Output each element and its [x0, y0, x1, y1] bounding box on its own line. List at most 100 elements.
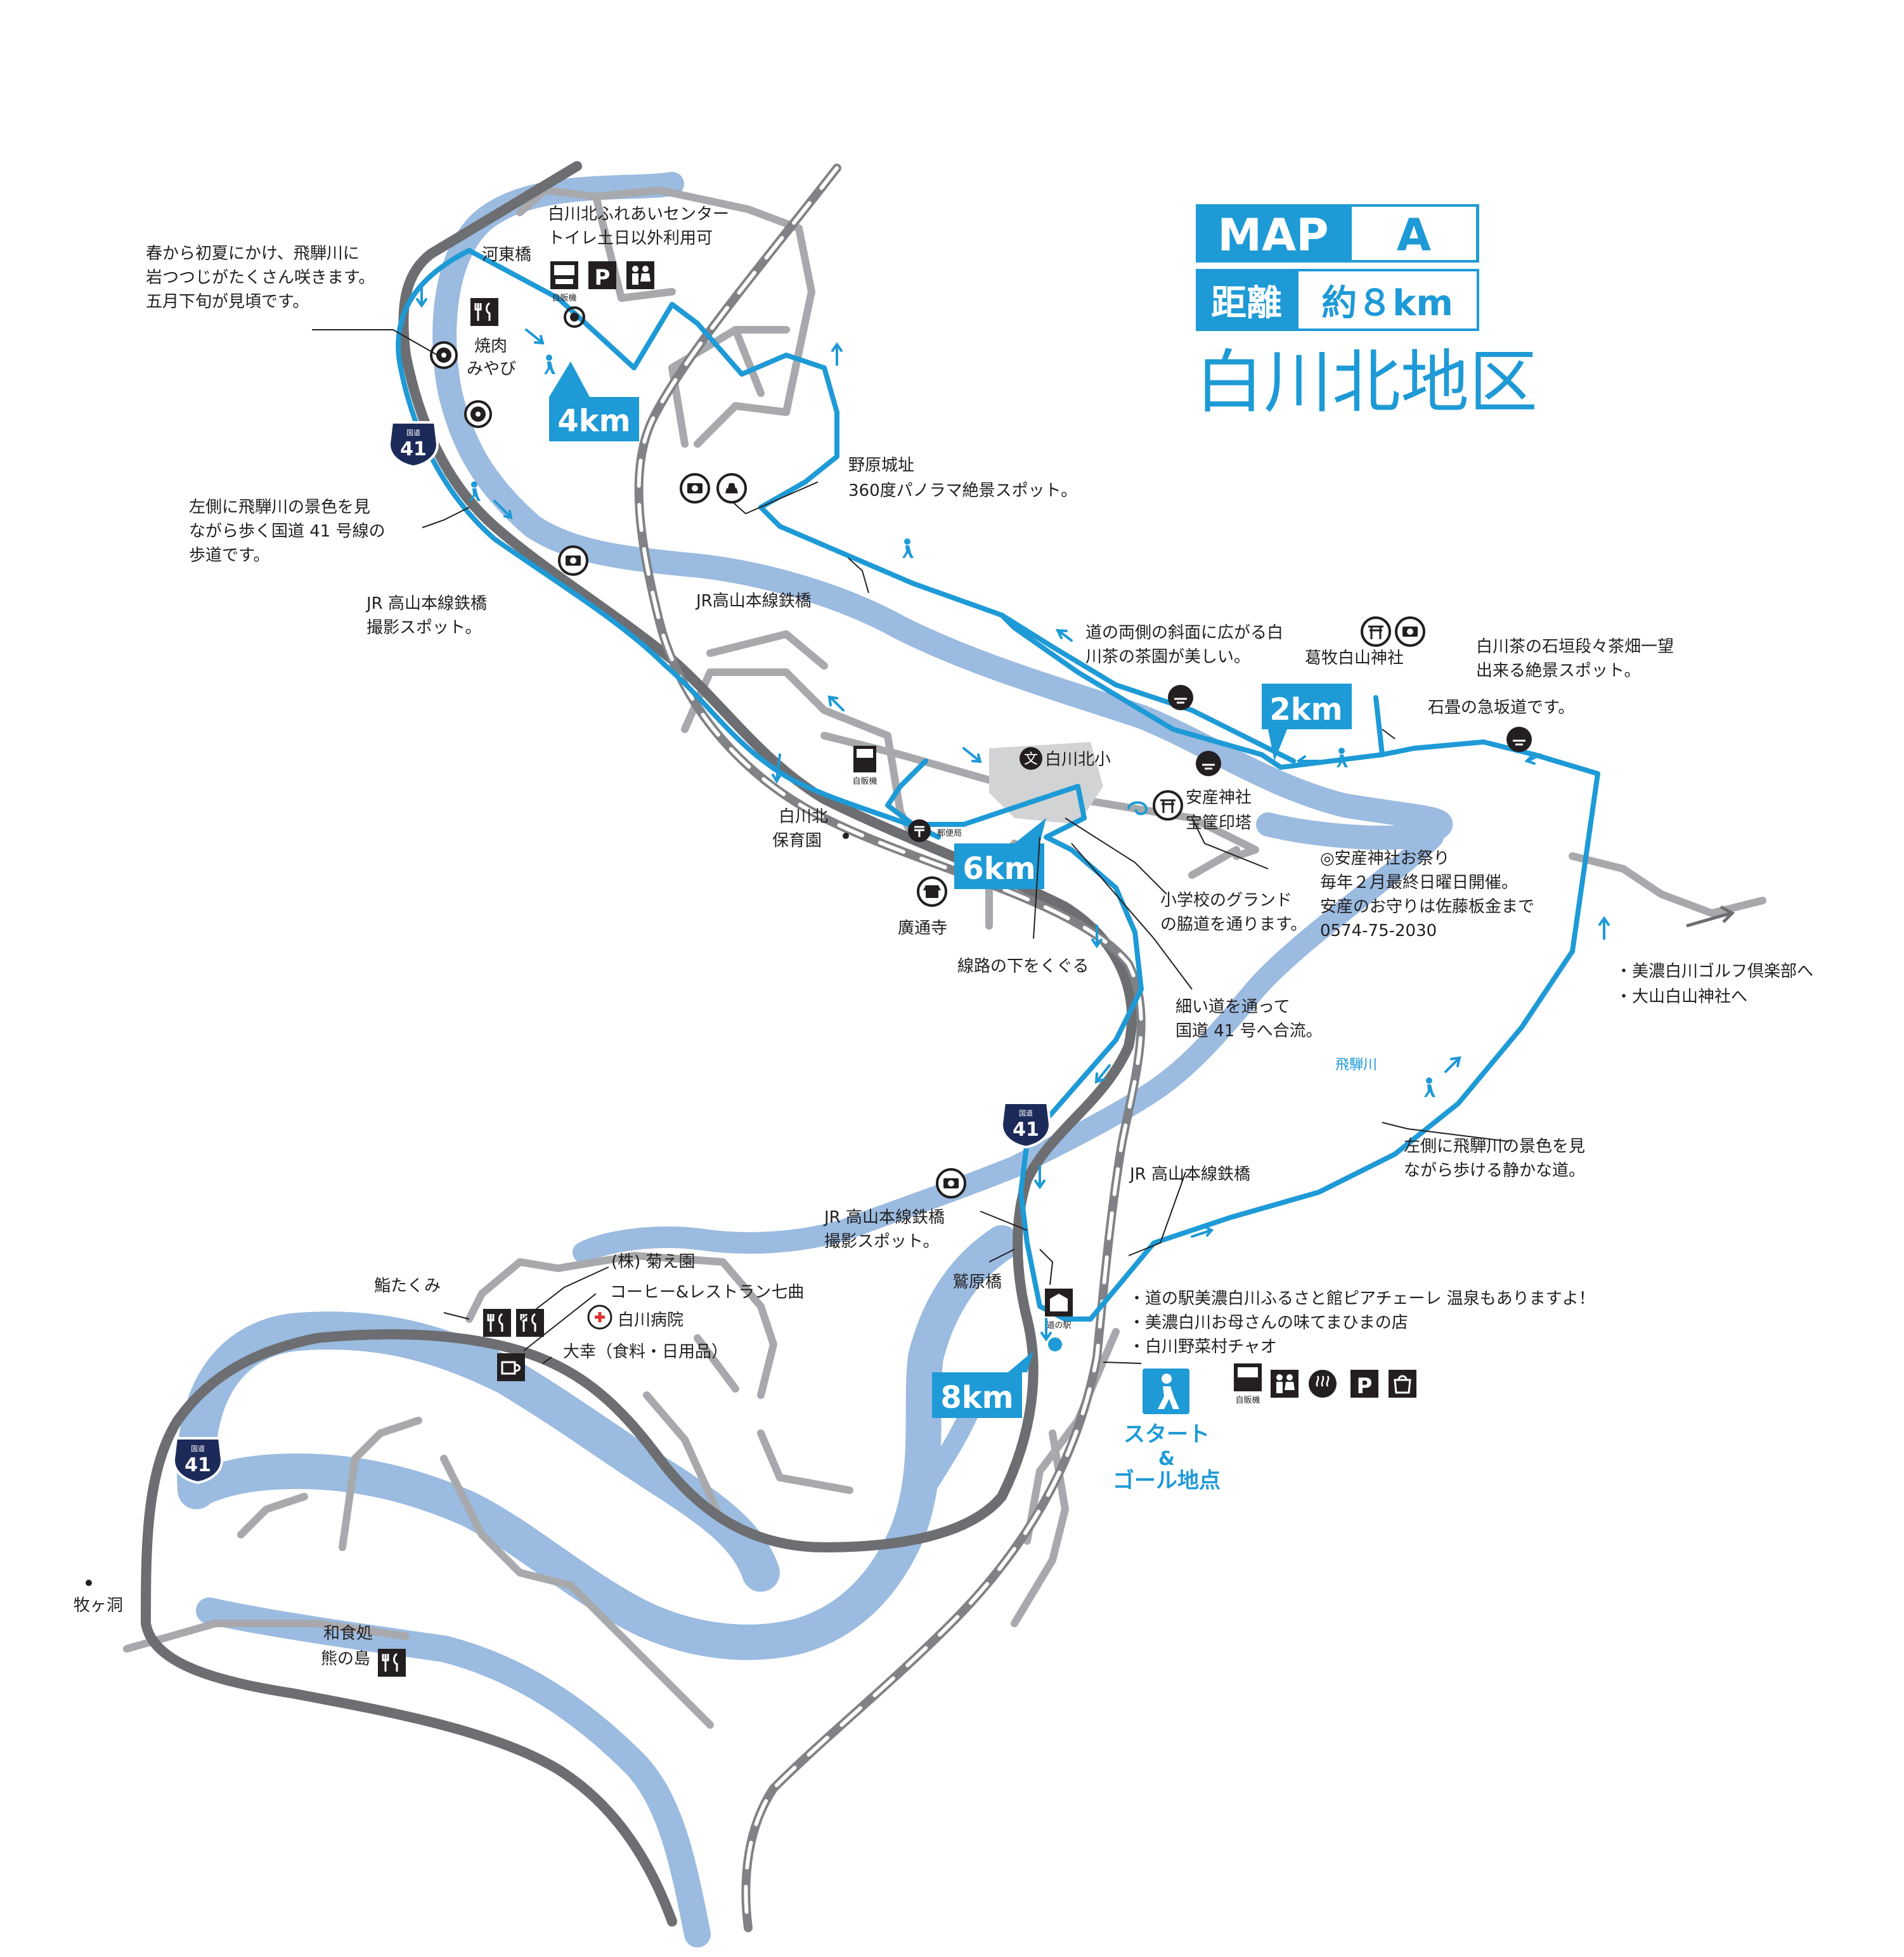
washibara-bridge-label: 鷲原橋 — [952, 1273, 1002, 1292]
festival-phone: 0574-75-2030 — [1320, 921, 1437, 940]
under-rail-note: 線路の下をくぐる — [957, 957, 1089, 976]
shopping-icon — [1389, 1370, 1416, 1398]
vending-machine-icon: 自販機 — [550, 261, 578, 303]
svg-text:P: P — [595, 265, 611, 290]
coffee-restaurant-label: コーヒー&レストラン七曲 — [610, 1283, 804, 1302]
route41-walk-note: ながら歩く国道 41 号線の — [189, 522, 385, 541]
km-marker-8km: 8km — [932, 1351, 1033, 1418]
nursery-label: 白川北 — [779, 807, 828, 826]
post-office-icon: 郵便局 — [908, 819, 962, 842]
svg-text:自販機: 自販機 — [552, 294, 576, 303]
jr-photo-south-label: JR 高山本線鉄橋 — [823, 1208, 945, 1227]
kawahigashi-bridge-label: 河東橋 — [482, 245, 531, 264]
svg-text:自販機: 自販機 — [1235, 1396, 1260, 1405]
flower-icon — [430, 341, 458, 369]
svg-text:8km: 8km — [940, 1380, 1013, 1415]
school-label: 白川北小 — [1045, 750, 1111, 769]
azalea-note: 春から初夏にかけ、飛騨川に — [146, 244, 359, 263]
fureai-center-label: 白川北ふれあいセンター — [548, 205, 729, 224]
golf-direction: ・美濃白川ゴルフ倶楽部へ — [1616, 962, 1813, 981]
hospital-icon — [587, 1304, 612, 1330]
leader-lines — [312, 329, 1510, 1364]
svg-text:国道: 国道 — [191, 1444, 205, 1453]
stone-wall-note: 白川茶の石垣段々茶畑一望 — [1476, 637, 1674, 656]
azalea-note: 岩つつじがたくさん咲きます。 — [146, 268, 375, 287]
tea-slope-note: 道の両側の斜面に広がる白 — [1085, 623, 1283, 642]
kotsuji-temple-label: 廣通寺 — [898, 919, 947, 938]
route-41-shield-icon: 国道 41 — [387, 421, 439, 469]
km-marker-4km: 4km — [549, 361, 639, 441]
yakiniku-label: みやび — [467, 360, 516, 379]
svg-text:4km: 4km — [557, 403, 630, 439]
svg-text:自販機: 自販機 — [852, 777, 877, 786]
sushi-restaurant-icon — [483, 1309, 511, 1337]
michinoeki-note-1: ・道の駅美濃白川ふるさと館ピアチェーレ 温泉もありますよ！ — [1129, 1289, 1595, 1308]
walker-icon — [1337, 748, 1348, 767]
hida-river-label: 飛騨川 — [1335, 1057, 1377, 1073]
nursery-label: 保育園 — [772, 831, 822, 850]
nohara-castle-label: 野原城址 — [848, 456, 914, 475]
walker-icons — [469, 354, 1435, 1097]
quiet-road-note: ながら歩ける静かな道。 — [1404, 1161, 1585, 1180]
jr-takayama-line — [634, 164, 1146, 1932]
michinoeki-note-3: ・白川野菜村チャオ — [1129, 1337, 1277, 1356]
distance-value: 約８km — [1321, 283, 1453, 324]
route41-walk-note: 左側に飛騨川の景色を見 — [189, 498, 370, 517]
school-icon: 文 — [1020, 747, 1042, 770]
map-label: MAP — [1217, 209, 1328, 261]
start-goal: スタート & ゴール地点 — [1048, 1337, 1221, 1493]
anzan-pagoda-label: 宝筐印塔 — [1186, 814, 1252, 833]
jr-bridge-south-label: JR 高山本線鉄橋 — [1129, 1165, 1250, 1184]
hot-spring-mark-icon — [564, 306, 585, 328]
jr-bridge-north-label: JR高山本線鉄橋 — [695, 592, 812, 611]
narrow-road-note: 細い道を通って — [1175, 998, 1290, 1017]
makigahora-label: 牧ヶ洞 — [74, 1596, 123, 1615]
anzan-shrine-label: 安産神社 — [1186, 788, 1252, 807]
toilet-icon — [626, 261, 654, 289]
vending-machine-icon: 自販機 — [852, 746, 878, 786]
jr-photo-north-label: JR 高山本線鉄橋 — [365, 594, 487, 613]
tea-slope-note: 川茶の茶園が美しい。 — [1085, 647, 1250, 666]
facility-icons: 自販機 P — [378, 261, 1532, 1677]
svg-text:国道: 国道 — [1019, 1109, 1033, 1117]
pagoda-swirl-icon — [1127, 801, 1148, 816]
exit-arrow-icon — [1686, 905, 1735, 928]
oyama-direction: ・大山白山神社へ — [1616, 987, 1747, 1006]
camera-icon — [936, 1168, 966, 1199]
svg-text:41: 41 — [400, 438, 427, 460]
stone-slope-note: 石畳の急坂道です。 — [1428, 698, 1574, 717]
route41-walk-note: 歩道です。 — [189, 546, 269, 565]
map-id: A — [1397, 209, 1431, 261]
distance-label: 距離 — [1211, 283, 1282, 324]
michinoeki-note-2: ・美濃白川お母さんの味てまひまの店 — [1129, 1313, 1408, 1332]
jr-photo-north-note: 撮影スポット。 — [366, 618, 481, 637]
festival-note: ◎安産神社お祭り — [1320, 849, 1450, 868]
torii-icon — [1361, 616, 1391, 647]
kikueen-label: (株) 菊え園 — [611, 1252, 696, 1271]
tea-icon — [1196, 751, 1221, 776]
walker-icon — [469, 481, 481, 501]
camera-icon — [558, 545, 588, 576]
route-41-shields: 国道 41 国道 41 国道 41 — [172, 421, 1052, 1485]
svg-text:2km: 2km — [1269, 692, 1342, 727]
quiet-road-note: 左側に飛騨川の景色を見 — [1404, 1137, 1585, 1156]
walking-route — [396, 248, 1600, 1322]
camera-icon — [1395, 616, 1425, 647]
walker-icon — [902, 538, 914, 558]
parking-icon: P — [588, 261, 616, 290]
vending-machine-icon: 自販機 — [1234, 1363, 1262, 1405]
fureai-center-toilet-label: トイレ土日以外利用可 — [548, 229, 713, 248]
tea-icon — [1506, 727, 1532, 752]
direction-arrows — [416, 284, 1610, 1342]
coffee-icon — [497, 1353, 525, 1381]
svg-text:41: 41 — [185, 1454, 211, 1476]
km-marker-2km: 2km — [1262, 684, 1352, 761]
narrow-road-note: 国道 41 号へ合流。 — [1175, 1022, 1323, 1041]
walker-icon — [544, 354, 555, 374]
and-label: & — [1158, 1448, 1175, 1470]
festival-note: 毎年２月最終日曜日開催。 — [1320, 873, 1518, 892]
michinoeki-icon: 道の駅 — [1045, 1289, 1073, 1330]
map-labels: 白川北ふれあいセンター トイレ土日以外利用可 河東橋 春から初夏にかけ、飛騨川に… — [74, 205, 1813, 1668]
nohara-castle-note: 360度パノラマ絶景スポット。 — [848, 481, 1077, 500]
